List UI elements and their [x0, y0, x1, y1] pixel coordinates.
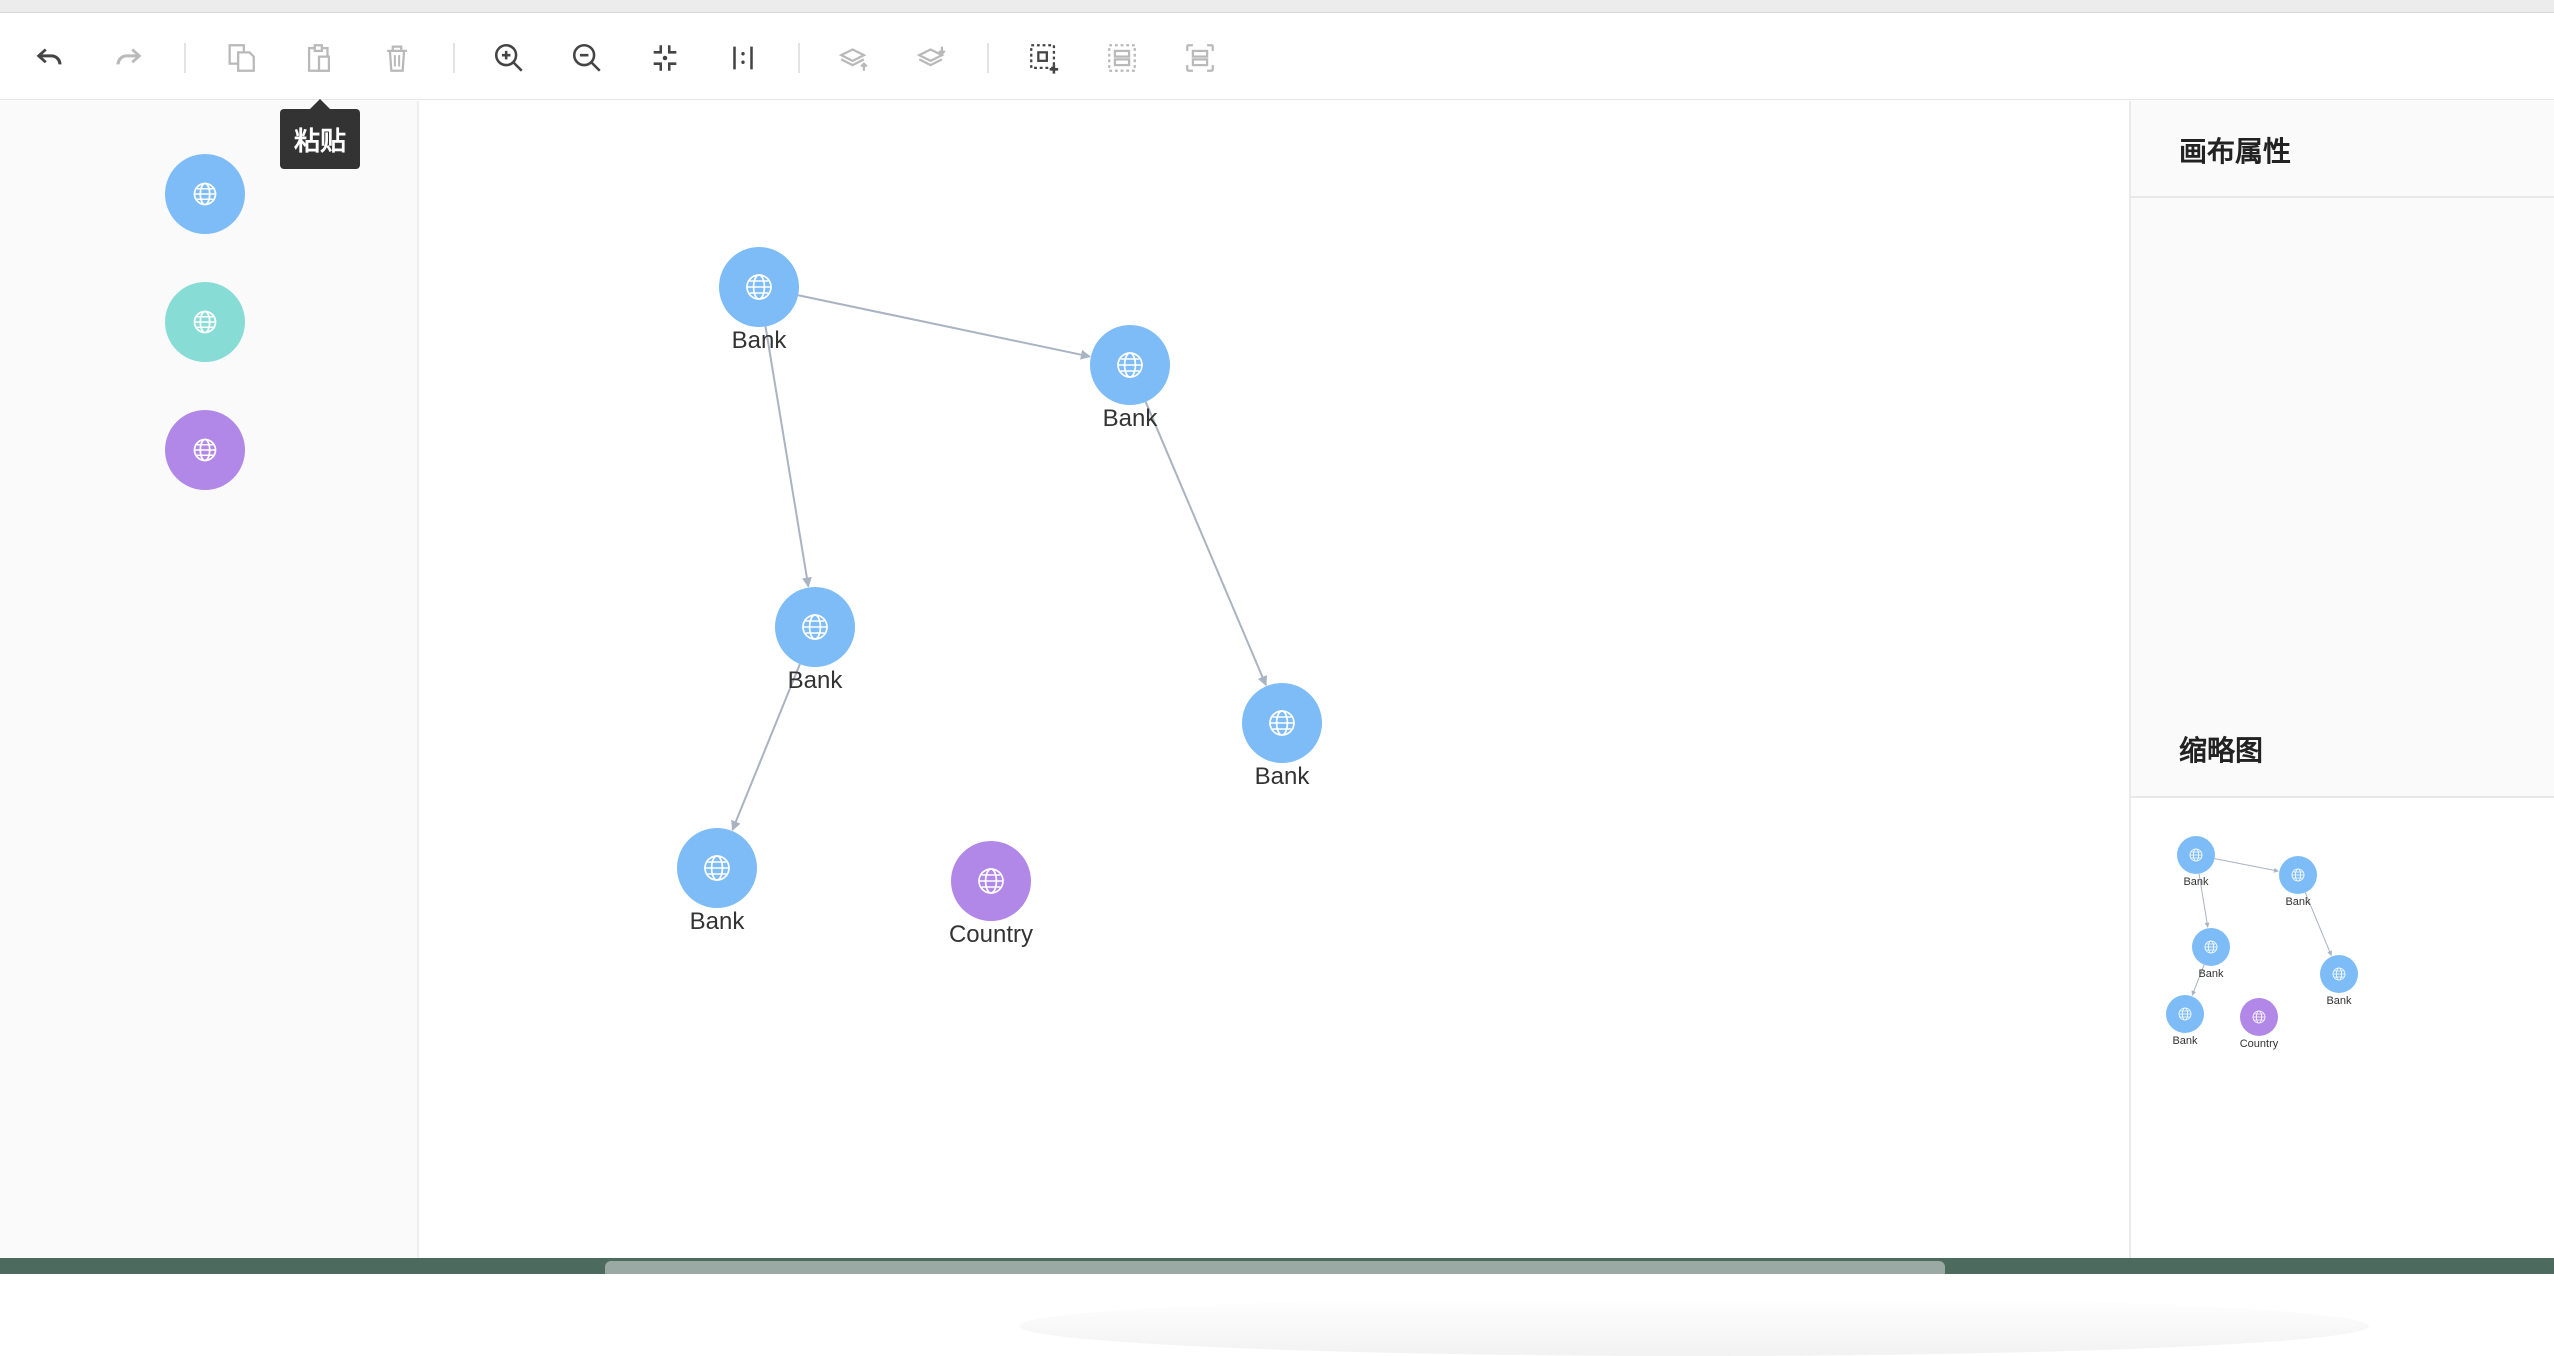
globe-icon	[1117, 352, 1143, 378]
mini-edge-n1-n3[interactable]	[2198, 873, 2210, 928]
toolbar-separator	[453, 43, 455, 73]
actual-size-button[interactable]	[719, 34, 767, 82]
globe-icon	[2204, 940, 2218, 954]
panel-divider	[2131, 196, 2554, 198]
canvas-shadow	[1019, 1296, 2369, 1356]
mini-node-n2[interactable]: Bank	[2279, 856, 2317, 908]
mini-node-label: Bank	[2285, 896, 2311, 908]
tooltip-text: 粘贴	[293, 126, 346, 157]
graph-node-n4[interactable]: Bank	[1242, 683, 1322, 790]
redo-button[interactable]	[104, 34, 152, 82]
zoom-in-button[interactable]	[485, 34, 533, 82]
paste-button[interactable]	[295, 34, 343, 82]
toolbar-separator	[798, 43, 800, 73]
graph-node-label: Bank	[1255, 763, 1311, 790]
mini-edge-n1-n2[interactable]	[2214, 858, 2279, 873]
os-dock	[605, 1261, 1945, 1274]
graph-edge-n3-n5[interactable]	[731, 663, 801, 831]
paste-icon	[307, 44, 331, 72]
graph-node-label: Bank	[732, 327, 788, 354]
graph-node-n1[interactable]: Bank	[719, 247, 799, 354]
graph-edge-n1-n3[interactable]	[764, 326, 812, 588]
globe-icon	[978, 868, 1004, 894]
mini-edge-n3-n5[interactable]	[2191, 964, 2205, 996]
minimap-title: 缩略图	[2179, 734, 2264, 767]
mini-node-n5[interactable]: Bank	[2166, 995, 2204, 1047]
mini-node-label: Bank	[2326, 995, 2352, 1007]
copy-icon	[228, 44, 255, 72]
mini-edge-n2-n4[interactable]	[2304, 892, 2332, 956]
globe-icon	[193, 438, 217, 462]
undo-button[interactable]	[26, 34, 74, 82]
add-group-button[interactable]	[1098, 34, 1146, 82]
paste-tooltip: 粘贴	[280, 99, 360, 169]
mini-node-label: Country	[2240, 1038, 2279, 1050]
graph-edge-n1-n2[interactable]	[797, 294, 1091, 360]
multi-select-button[interactable]	[1020, 34, 1068, 82]
graph-edge-n2-n4[interactable]	[1144, 401, 1268, 687]
delete-button[interactable]	[373, 34, 421, 82]
globe-icon	[2252, 1010, 2266, 1024]
panel-divider	[2131, 796, 2554, 798]
trash-icon	[387, 45, 407, 72]
mini-node-n4[interactable]: Bank	[2320, 955, 2358, 1007]
globe-icon	[2332, 967, 2346, 981]
mini-node-label: Bank	[2183, 876, 2209, 888]
bring-to-front-button[interactable]	[830, 34, 878, 82]
globe-icon	[746, 274, 772, 300]
globe-icon	[193, 182, 217, 206]
node-palette	[0, 101, 419, 1258]
graph-node-label: Country	[949, 921, 1033, 948]
toolbar	[0, 13, 2554, 100]
graph-node-n3[interactable]: Bank	[775, 587, 855, 694]
globe-icon	[193, 310, 217, 334]
palette-node-country[interactable]	[165, 410, 245, 490]
undo-icon	[36, 48, 62, 65]
fit-view-icon	[653, 45, 677, 71]
zoom-out-icon	[572, 43, 601, 72]
group-icon	[1108, 44, 1136, 72]
mini-node-label: Bank	[2198, 968, 2224, 980]
fit-view-button[interactable]	[641, 34, 689, 82]
zoom-in-icon	[494, 43, 523, 72]
globe-icon	[2291, 868, 2305, 882]
graph-node-n6[interactable]: Country	[949, 841, 1033, 948]
send-to-back-button[interactable]	[908, 34, 956, 82]
mini-node-label: Bank	[2172, 1035, 2198, 1047]
actual-size-icon	[733, 46, 753, 70]
mini-node-n1[interactable]: Bank	[2177, 836, 2215, 888]
graph-node-n5[interactable]: Bank	[677, 828, 757, 935]
graph-node-label: Bank	[1103, 405, 1159, 432]
palette-node-teal[interactable]	[165, 282, 245, 362]
ungroup-button[interactable]	[1176, 34, 1224, 82]
copy-button[interactable]	[217, 34, 265, 82]
layer-up-icon	[838, 48, 868, 71]
graph-node-n2[interactable]: Bank	[1090, 325, 1170, 432]
globe-icon	[704, 855, 730, 881]
multi-select-icon	[1030, 44, 1059, 74]
layer-down-icon	[916, 46, 946, 67]
globe-icon	[1269, 710, 1295, 736]
window-top-strip	[0, 0, 2554, 13]
globe-icon	[802, 614, 828, 640]
toolbar-separator	[987, 43, 989, 73]
globe-icon	[2189, 848, 2203, 862]
redo-icon	[116, 48, 142, 65]
mini-node-n6[interactable]: Country	[2240, 998, 2279, 1050]
canvas-properties-title: 画布属性	[2179, 135, 2292, 168]
palette-node-bank[interactable]	[165, 154, 245, 234]
globe-icon	[2178, 1007, 2192, 1021]
zoom-out-button[interactable]	[563, 34, 611, 82]
toolbar-separator	[184, 43, 186, 73]
ungroup-icon	[1186, 44, 1214, 72]
graph-node-label: Bank	[788, 667, 844, 694]
mini-node-n3[interactable]: Bank	[2192, 928, 2230, 980]
graph-node-label: Bank	[690, 908, 746, 935]
